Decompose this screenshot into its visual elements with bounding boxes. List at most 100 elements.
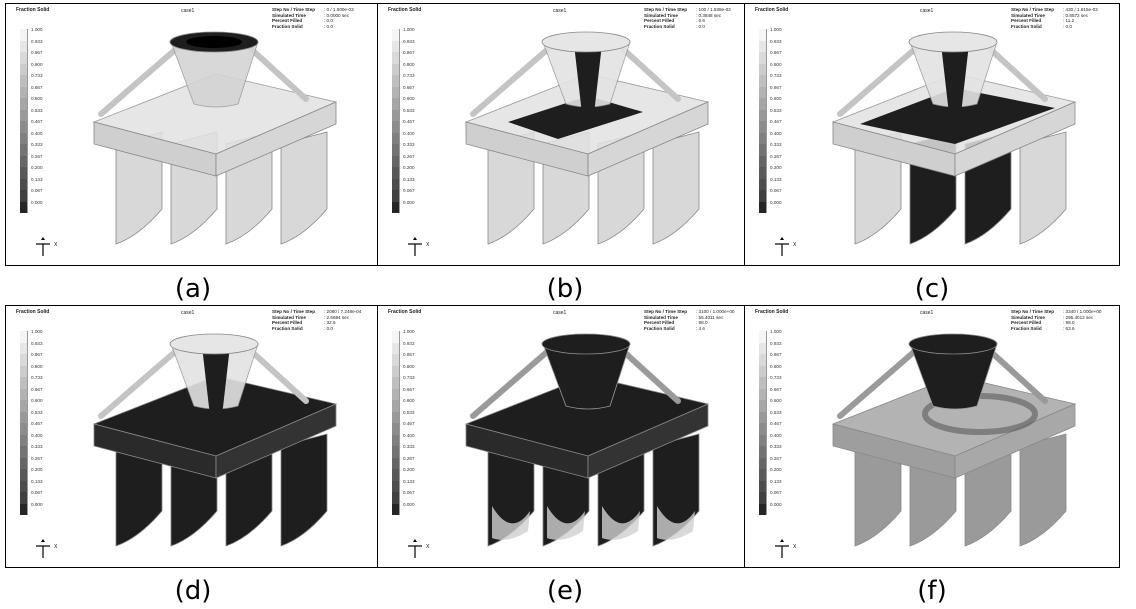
legend-swatch — [759, 155, 767, 167]
legend-swatch — [759, 86, 767, 98]
cup-rim — [541, 31, 631, 53]
casting-model: X — [775, 333, 1077, 558]
info-label: Fraction Solid — [272, 23, 303, 29]
legend-value: 0.733 — [403, 375, 415, 380]
case-title: case1 — [920, 8, 934, 14]
legend-entry: 0.467 — [20, 421, 48, 435]
legend-swatch — [392, 121, 400, 133]
legend-swatch — [759, 75, 767, 87]
panel-caption: (b) — [546, 274, 584, 304]
info-label: Percent Filled — [1011, 18, 1042, 24]
legend-value: 0.667 — [403, 84, 415, 90]
axis-triad-icon: X — [408, 237, 430, 256]
legend-swatch — [392, 75, 400, 87]
info-label: Percent Filled — [644, 18, 675, 24]
info-label: Step No / Time Step — [1011, 7, 1055, 12]
legend-swatch — [392, 29, 400, 41]
legend-swatch — [392, 132, 400, 144]
legend-value: 0.533 — [31, 409, 43, 415]
legend-entry: 0.400 — [392, 433, 420, 446]
legend-value: 0.933 — [403, 38, 415, 44]
legend-swatch — [392, 52, 400, 64]
legend-value: 0.933 — [403, 340, 415, 346]
legend-entry: 0.333 — [392, 444, 420, 458]
legend-swatch — [20, 434, 28, 446]
legend-swatch — [759, 331, 767, 343]
legend-value: 0.400 — [770, 432, 782, 438]
case-title: case1 — [553, 310, 567, 316]
legend-swatch — [392, 400, 400, 412]
info-label: Fraction Solid — [1011, 325, 1042, 331]
legend-swatch — [759, 365, 767, 377]
cup-rim — [908, 31, 998, 53]
sprue-melt — [941, 41, 969, 114]
runner-slab-side — [954, 403, 1076, 479]
legend-value: 0.133 — [31, 478, 43, 484]
info-row: Percent Filled: 32.6 — [272, 320, 361, 326]
legend-value: 0.000 — [31, 501, 43, 507]
legend-value: 0.600 — [31, 398, 43, 403]
legend-swatch — [392, 446, 400, 458]
legend-entry: 1.000 — [759, 27, 787, 41]
info-value: : 11.2 — [1063, 18, 1075, 24]
legend-value: 0.333 — [770, 142, 782, 147]
sprue-melt — [574, 41, 602, 114]
info-row: Fraction Solid: 0.0 — [644, 24, 731, 30]
legend-entry: 0.133 — [392, 177, 420, 190]
legend-value: 0.000 — [31, 199, 43, 205]
legend-entry: 0.000 — [759, 502, 787, 515]
info-label: Percent Filled — [1011, 320, 1042, 326]
legend-swatch — [759, 377, 767, 389]
legend-swatch — [20, 29, 28, 41]
info-row: Simulated Time: 0.3848 sec — [644, 13, 731, 19]
legend-title: Fraction Solid — [388, 7, 422, 13]
legend-value: 1.000 — [403, 27, 415, 32]
legend-entry: 0.600 — [20, 96, 48, 110]
legend-entry: 0.133 — [759, 479, 787, 492]
legend-entry: 0.667 — [759, 387, 787, 400]
casting-cavity — [854, 131, 902, 245]
solid-fraction-band — [657, 506, 695, 540]
info-label: Percent Filled — [644, 320, 675, 326]
info-row: Percent Filled: 98.0 — [1011, 320, 1101, 326]
legend-value: 0.867 — [31, 352, 43, 357]
legend-value: 0.933 — [31, 38, 43, 44]
axis-triad-icon: X — [408, 539, 430, 558]
legend-value: 0.733 — [31, 73, 43, 78]
legend-swatch — [759, 400, 767, 412]
legend-swatch — [392, 109, 400, 121]
legend-value: 0.333 — [403, 142, 415, 147]
legend-swatch — [20, 411, 28, 423]
legend-swatch — [20, 342, 28, 354]
info-label: Simulated Time — [644, 12, 678, 18]
info-value: : 63.6 — [1063, 325, 1075, 331]
legend-entry: 0.867 — [20, 352, 48, 366]
legend-swatch — [392, 144, 400, 156]
legend-value: 0.667 — [403, 386, 415, 392]
legend-entry: 0.867 — [392, 50, 420, 64]
legend-entry: 0.267 — [392, 456, 420, 469]
legend-swatch — [392, 365, 400, 377]
legend-value: 0.800 — [403, 363, 415, 369]
casting-model: X — [775, 31, 1077, 256]
legend-entry: 0.067 — [392, 490, 420, 504]
legend-swatch — [392, 434, 400, 446]
info-value: : 0.0 — [1063, 23, 1072, 29]
runner-arm — [837, 348, 918, 419]
legend-entry: 0.667 — [392, 84, 420, 98]
axis-label: X — [793, 544, 797, 550]
casting-cavity — [115, 433, 163, 547]
legend-entry: 0.733 — [759, 375, 787, 389]
legend-value: 0.467 — [31, 421, 43, 426]
legend-value: 0.000 — [770, 199, 782, 205]
legend-title: Fraction Solid — [755, 309, 789, 315]
axis-triad-icon: X — [775, 237, 797, 256]
info-value: : 0.8572 sec — [1063, 12, 1089, 18]
cup-rim — [169, 333, 259, 355]
legend-swatch — [759, 201, 767, 213]
info-value: : 100 / 1.538e-03 — [696, 7, 731, 12]
legend-entry: 0.667 — [20, 85, 48, 98]
legend-swatch — [759, 121, 767, 133]
